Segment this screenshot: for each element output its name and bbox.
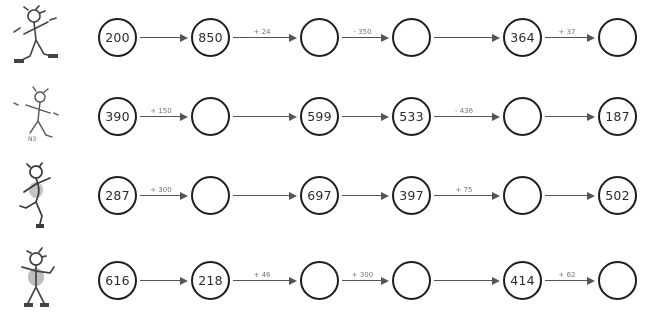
arrow: - 350 bbox=[342, 29, 389, 45]
operation-label: + 300 bbox=[140, 186, 182, 194]
arrow bbox=[434, 272, 500, 288]
arrow: + 300 bbox=[140, 187, 188, 203]
arrow bbox=[140, 29, 188, 45]
worksheet: 200 850 364 + 24 - 350 + 37 N3 390 599 533 187 + 15… bbox=[0, 0, 654, 320]
arrow: + 150 bbox=[140, 108, 188, 124]
chain-row: 616 218 414 + 46 + 300 + 62 bbox=[0, 247, 654, 327]
child-illustration-icon: N3 bbox=[6, 83, 72, 153]
operation-label: + 37 bbox=[545, 28, 589, 36]
chain-row: 200 850 364 + 24 - 350 + 37 bbox=[0, 4, 654, 84]
operation-label: + 150 bbox=[140, 107, 182, 115]
number-circle: 850 bbox=[191, 18, 230, 57]
chain-row: 287 697 397 502 + 300 + 75 bbox=[0, 162, 654, 242]
number-circle: 187 bbox=[598, 97, 637, 136]
number-circle: 502 bbox=[598, 176, 637, 215]
number-circle: 599 bbox=[300, 97, 339, 136]
operation-label: + 300 bbox=[342, 271, 383, 279]
arrow bbox=[233, 108, 297, 124]
arrow bbox=[545, 108, 595, 124]
child-illustration-icon bbox=[6, 247, 72, 317]
chain-row: N3 390 599 533 187 + 150 - 436 bbox=[0, 83, 654, 163]
child-illustration-icon bbox=[6, 4, 72, 74]
answer-circle[interactable] bbox=[392, 18, 431, 57]
answer-circle[interactable] bbox=[503, 97, 542, 136]
answer-circle[interactable] bbox=[300, 18, 339, 57]
number-circle: 218 bbox=[191, 261, 230, 300]
number-circle: 397 bbox=[392, 176, 431, 215]
answer-circle[interactable] bbox=[598, 18, 637, 57]
answer-circle[interactable] bbox=[191, 97, 230, 136]
operation-label: + 62 bbox=[545, 271, 589, 279]
arrow bbox=[233, 187, 297, 203]
answer-circle[interactable] bbox=[300, 261, 339, 300]
answer-circle[interactable] bbox=[598, 261, 637, 300]
arrow: + 46 bbox=[233, 272, 297, 288]
operation-label: - 350 bbox=[342, 28, 383, 36]
operation-label: - 436 bbox=[434, 107, 494, 115]
number-circle: 697 bbox=[300, 176, 339, 215]
operation-label: + 24 bbox=[233, 28, 291, 36]
number-circle: 200 bbox=[98, 18, 137, 57]
arrow bbox=[140, 272, 188, 288]
answer-circle[interactable] bbox=[503, 176, 542, 215]
arrow: + 300 bbox=[342, 272, 389, 288]
arrow bbox=[545, 187, 595, 203]
arrow: + 75 bbox=[434, 187, 500, 203]
arrow: + 24 bbox=[233, 29, 297, 45]
answer-circle[interactable] bbox=[392, 261, 431, 300]
arrow: - 436 bbox=[434, 108, 500, 124]
number-circle: 414 bbox=[503, 261, 542, 300]
number-circle: 364 bbox=[503, 18, 542, 57]
number-circle: 287 bbox=[98, 176, 137, 215]
arrow: + 62 bbox=[545, 272, 595, 288]
arrow: + 37 bbox=[545, 29, 595, 45]
number-circle: 390 bbox=[98, 97, 137, 136]
answer-circle[interactable] bbox=[191, 176, 230, 215]
arrow bbox=[342, 108, 389, 124]
child-illustration-icon bbox=[6, 162, 72, 232]
svg-text:N3: N3 bbox=[28, 136, 36, 143]
operation-label: + 46 bbox=[233, 271, 291, 279]
arrow bbox=[434, 29, 500, 45]
number-circle: 533 bbox=[392, 97, 431, 136]
number-circle: 616 bbox=[98, 261, 137, 300]
arrow bbox=[342, 187, 389, 203]
operation-label: + 75 bbox=[434, 186, 494, 194]
